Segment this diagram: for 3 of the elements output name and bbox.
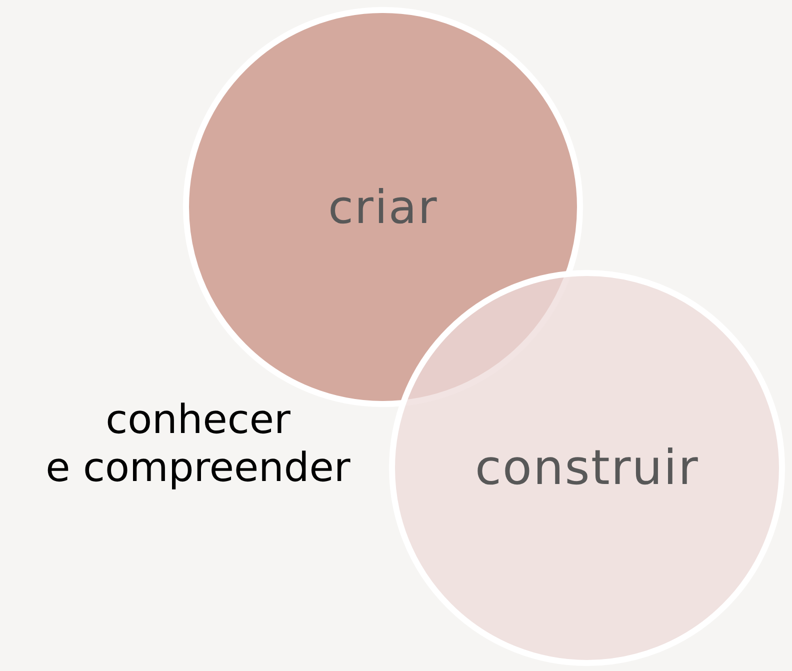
circle-caption: conhecer e compreender (44, 396, 352, 492)
circle-label: construir (474, 439, 700, 498)
circle-label: criar (328, 178, 438, 236)
